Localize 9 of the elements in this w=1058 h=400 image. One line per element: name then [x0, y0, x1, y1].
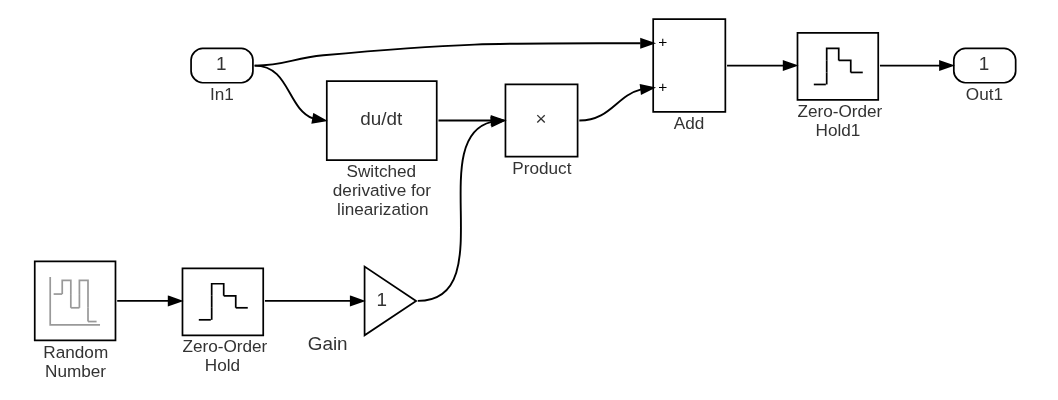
- node-label: In1: [209, 83, 234, 104]
- node-label: Add: [673, 113, 704, 134]
- node-label: Zero-Order Hold: [181, 336, 267, 376]
- node-label: Out1: [965, 83, 1003, 104]
- node-label: Random Number: [42, 341, 108, 381]
- node-label: Product: [511, 157, 571, 178]
- node-label: Zero-Order Hold1: [796, 101, 882, 141]
- node-label: Switched derivative for linearization: [332, 161, 431, 220]
- node-label: Gain: [307, 333, 348, 355]
